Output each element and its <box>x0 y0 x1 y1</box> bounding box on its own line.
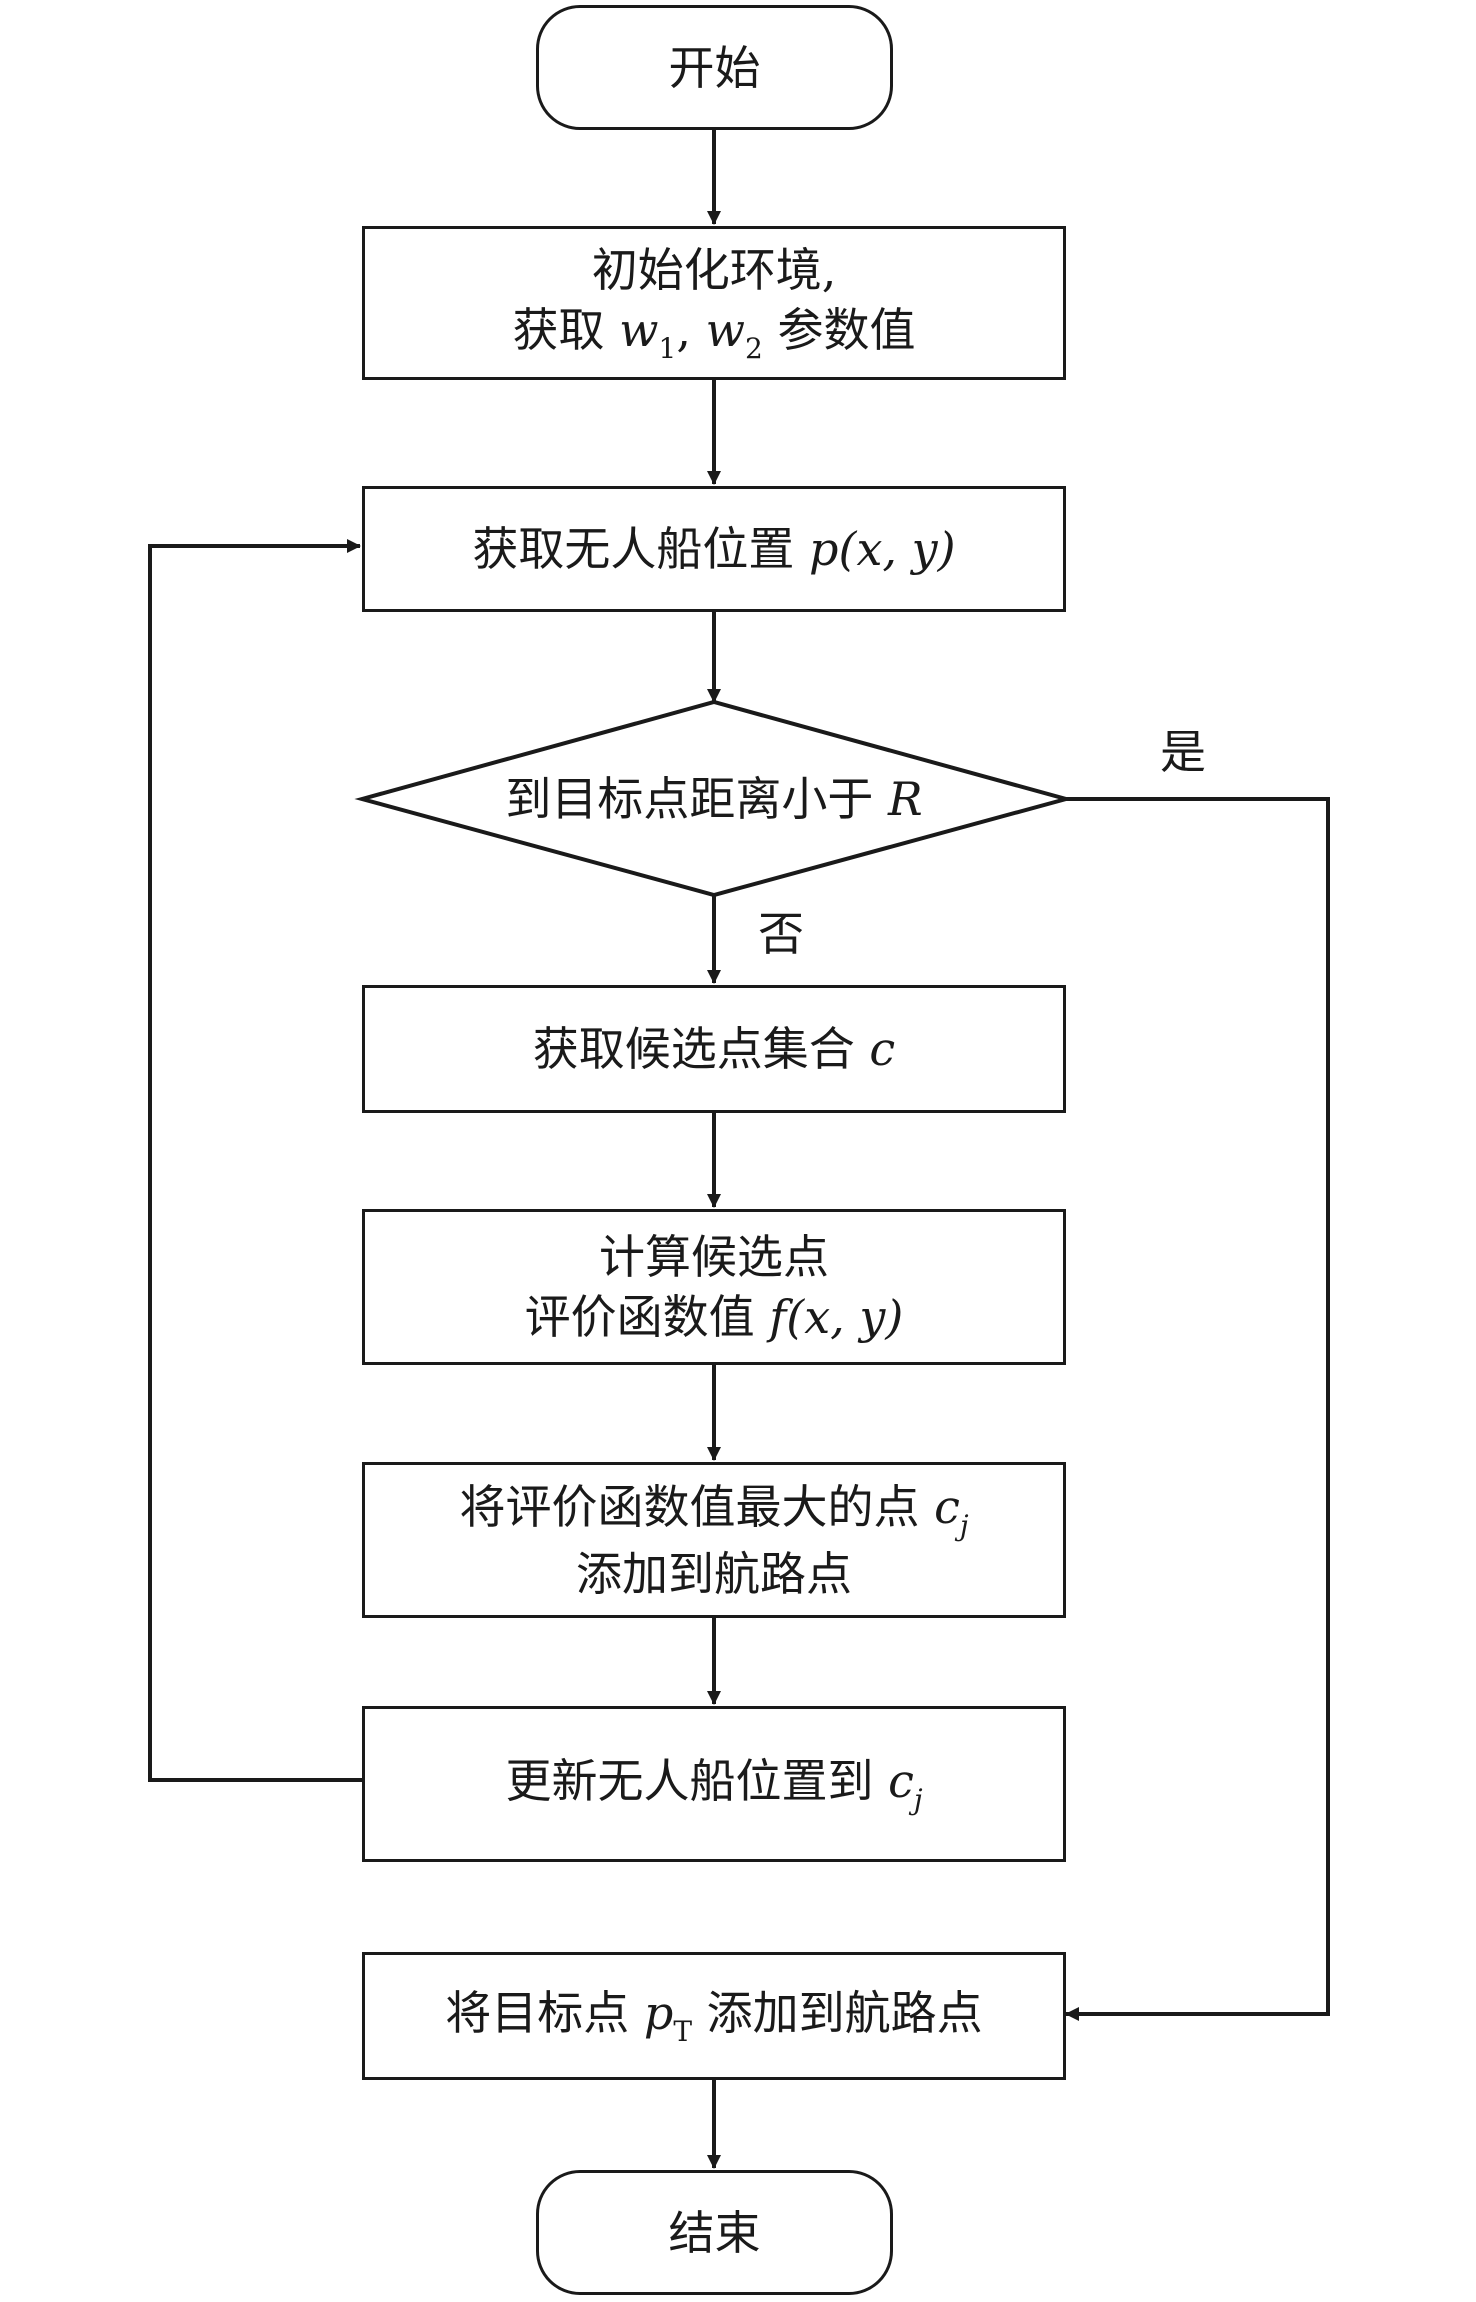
end-node: 结束 <box>536 2170 893 2295</box>
candidates-label: 获取候选点集合 c <box>532 1022 896 1076</box>
loop-back-arrow <box>148 539 362 1782</box>
add-best-node: 将评价函数值最大的点 cj 添加到航路点 <box>362 1462 1066 1618</box>
add-target-label: 将目标点 pT 添加到航路点 <box>445 1985 983 2048</box>
end-label: 结束 <box>668 2205 761 2260</box>
yes-label: 是 <box>1160 725 1206 779</box>
compute-line1: 计算候选点 <box>599 1230 829 1284</box>
compute-line2: 评价函数值 f(x, y) <box>524 1290 904 1344</box>
get-position-label: 获取无人船位置 p(x, y) <box>472 522 956 576</box>
start-label: 开始 <box>668 40 761 95</box>
add-target-node: 将目标点 pT 添加到航路点 <box>362 1952 1066 2080</box>
add-best-line1: 将评价函数值最大的点 cj <box>459 1479 969 1542</box>
init-node: 初始化环境, 获取 w1, w2 参数值 <box>362 226 1066 380</box>
start-node: 开始 <box>536 5 893 130</box>
no-label: 否 <box>758 907 804 961</box>
add-best-line2: 添加到航路点 <box>576 1546 852 1601</box>
init-line2: 获取 w1, w2 参数值 <box>512 302 916 365</box>
decision-diamond <box>354 699 1074 898</box>
decision-label: 到目标点距离小于 R <box>505 771 923 826</box>
compute-node: 计算候选点 评价函数值 f(x, y) <box>362 1209 1066 1365</box>
candidates-node: 获取候选点集合 c <box>362 985 1066 1113</box>
get-position-node: 获取无人船位置 p(x, y) <box>362 486 1066 612</box>
init-line1: 初始化环境, <box>591 242 837 297</box>
yes-branch-arrow <box>1065 797 1330 2021</box>
update-label: 更新无人船位置到 cj <box>505 1753 923 1816</box>
update-node: 更新无人船位置到 cj <box>362 1706 1066 1862</box>
